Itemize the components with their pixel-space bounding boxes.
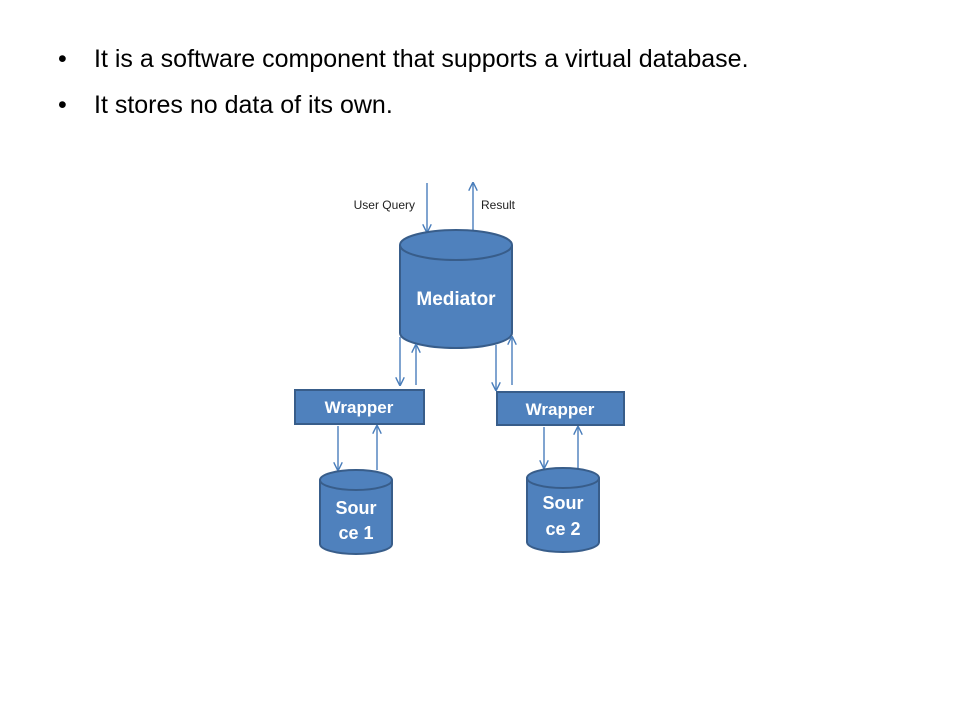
user-query-label: User Query bbox=[354, 198, 415, 212]
wrapper-right-label: Wrapper bbox=[526, 400, 595, 419]
wrapper-left-label: Wrapper bbox=[325, 398, 394, 417]
source2-cylinder: Sour ce 2 bbox=[526, 467, 600, 553]
source2-label-line2: ce 2 bbox=[545, 519, 580, 539]
source2-label-line1: Sour bbox=[542, 493, 583, 513]
bullet-dot-icon: • bbox=[58, 91, 67, 119]
mediator-cylinder: Mediator bbox=[399, 229, 513, 349]
bullet-text: It is a software component that supports… bbox=[94, 45, 749, 73]
bullet-item: • It stores no data of its own. bbox=[58, 82, 749, 128]
wrapper-right-box: Wrapper bbox=[496, 391, 625, 426]
source1-label-line2: ce 1 bbox=[338, 523, 373, 543]
source1-cylinder: Sour ce 1 bbox=[319, 469, 393, 555]
bullet-text: It stores no data of its own. bbox=[94, 91, 393, 119]
mediator-label: Mediator bbox=[416, 289, 496, 310]
wrapper-left-box: Wrapper bbox=[294, 389, 425, 425]
bullet-item: • It is a software component that suppor… bbox=[58, 36, 749, 82]
bullet-dot-icon: • bbox=[58, 45, 67, 73]
bullet-list: • It is a software component that suppor… bbox=[58, 36, 749, 128]
result-label: Result bbox=[481, 198, 516, 212]
source1-label-line1: Sour bbox=[335, 498, 376, 518]
